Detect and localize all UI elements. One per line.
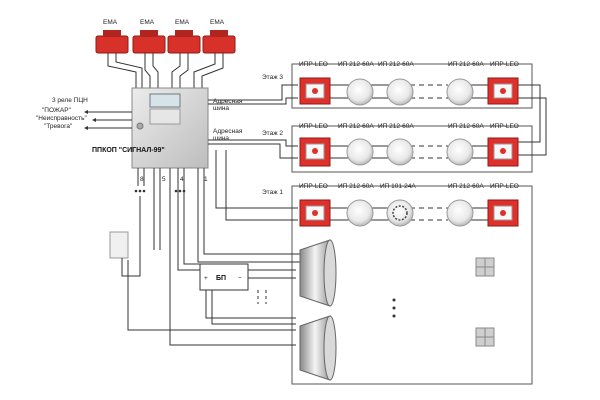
smoke-detector-icon [346, 78, 374, 106]
svg-text:−: − [238, 275, 242, 282]
floor-1-device-5-label: ИПР-LEO [490, 183, 519, 190]
floor-2-device-3-label: ИП 212-60А [378, 123, 414, 130]
floor-2-device-1-label: ИПР-LEO [299, 123, 328, 130]
siren-3-label: EMA [175, 19, 190, 26]
manual-call-point-icon [299, 137, 331, 167]
terminal-4: 4 [180, 176, 184, 183]
terminal-1: 1 [204, 176, 208, 183]
terminal-5: 5 [162, 176, 166, 183]
floor-1-label: Этаж 1 [262, 189, 283, 196]
panel-lock-icon [136, 122, 144, 130]
panel-name: ППКОП "СИГНАЛ-99" [92, 147, 165, 154]
floor-3-devices: ИПР-LEO ИП 212-60А ИП 212-60А ИП 212-60А… [299, 61, 519, 106]
power-supply-box [199, 263, 249, 291]
relay-fire: "ПОЖАР" [42, 107, 72, 114]
interface-module [109, 231, 129, 259]
floor-frames [291, 63, 533, 385]
floor-1-frame [291, 185, 533, 385]
smoke-detector-icon [446, 138, 474, 166]
manual-call-point-icon [299, 199, 331, 227]
floor-1-devices: ИПР-LEO ИП 212-60А ИП 101-24А ИП 212-60А… [299, 183, 519, 347]
power-supply-label: БП [216, 275, 226, 282]
relay-fault: "Неисправность" [36, 115, 88, 122]
smoke-detector-icon [386, 78, 414, 106]
siren-1: EMA [95, 19, 129, 54]
horn-speaker-icon [299, 315, 337, 381]
siren-group: EMA EMA EMA EMA [95, 19, 236, 88]
motion-sensor-icon [475, 327, 495, 347]
floor-3-device-2-label: ИП 212-60А [338, 61, 374, 68]
siren-4-label: EMA [210, 19, 225, 26]
floor-2-device-5-label: ИПР-LEO [490, 123, 519, 130]
address-bus-wires [208, 84, 547, 221]
floor-2-device-4-label: ИП 212-60А [448, 123, 484, 130]
floor-1-device-2-label: ИП 212-60А [338, 183, 374, 190]
bus-label-mid-2: шина [213, 135, 229, 142]
floor-2-frame [291, 125, 533, 173]
floor-3-label: Этаж 3 [262, 74, 283, 81]
floor-1-device-1-label: ИПР-LEO [299, 183, 328, 190]
floor-2-label: Этаж 2 [262, 130, 283, 137]
floor-3-device-3-label: ИП 212-60А [378, 61, 414, 68]
horn-speaker-icon [299, 239, 337, 307]
floor-3-device-1-label: ИПР-LEO [299, 61, 328, 68]
siren-2-label: EMA [140, 19, 155, 26]
terminal-8: 8 [140, 176, 144, 183]
continuation-dots [392, 298, 396, 318]
floor-3-frame [291, 63, 533, 109]
siren-4: EMA [202, 19, 236, 54]
smoke-detector-icon [346, 138, 374, 166]
floor-1-device-4-label: ИП 212-60А [448, 183, 484, 190]
control-panel: ППКОП "СИГНАЛ-99" 3 реле ПЦН "ПОЖАР" "Не… [36, 87, 243, 183]
floor-1-device-3-label: ИП 101-24А [380, 183, 416, 190]
siren-1-label: EMA [103, 19, 118, 26]
motion-sensor-icon [475, 257, 495, 277]
panel-display [149, 93, 181, 108]
floor-3-device-5-label: ИПР-LEO [490, 61, 519, 68]
siren-2: EMA [132, 19, 166, 54]
relay-alarm: "Тревога" [44, 123, 73, 130]
bus-label-top-1: Адресная [213, 98, 243, 105]
bus-label-mid-1: Адресная [213, 128, 243, 135]
floor-3-device-4-label: ИП 212-60А [448, 61, 484, 68]
manual-call-point-icon [487, 199, 519, 227]
bus-label-top-2: шина [213, 105, 229, 112]
svg-text:+: + [204, 275, 208, 282]
floor-2-devices: ИПР-LEO ИП 212-60А ИП 212-60А ИП 212-60А… [299, 123, 519, 167]
smoke-detector-icon [386, 138, 414, 166]
relay-title: 3 реле ПЦН [52, 97, 88, 104]
smoke-detector-icon [346, 199, 374, 227]
manual-call-point-icon [299, 77, 331, 105]
lower-wiring: БП + − [109, 168, 302, 346]
siren-wires [107, 53, 224, 88]
manual-call-point-icon [487, 137, 519, 167]
smoke-detector-icon [446, 78, 474, 106]
floor-2-device-2-label: ИП 212-60А [338, 123, 374, 130]
relay-arrows [84, 110, 132, 130]
smoke-detector-icon [446, 199, 474, 227]
siren-3: EMA [167, 19, 201, 54]
manual-call-point-icon [487, 77, 519, 105]
heat-detector-icon [386, 199, 414, 227]
panel-keypad [149, 108, 181, 125]
